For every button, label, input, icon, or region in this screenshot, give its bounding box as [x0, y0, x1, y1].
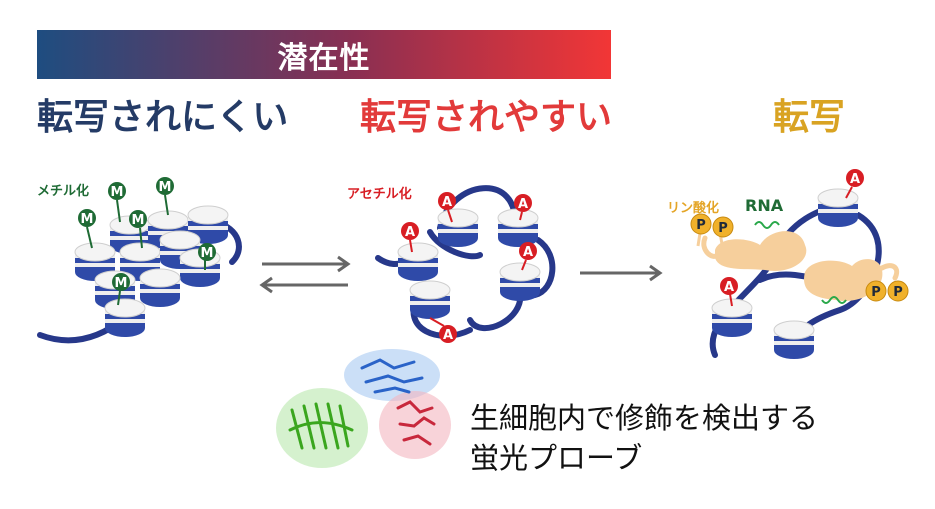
rna-polymerase	[696, 231, 807, 271]
methyl-mark: M	[156, 177, 174, 216]
banner-label: 潜在性	[277, 40, 371, 76]
caption-line-2: 蛍光プローブ	[470, 441, 643, 475]
transcription-arrow	[580, 264, 663, 282]
label-methylation: メチル化	[37, 184, 90, 199]
svg-text:A: A	[850, 172, 860, 187]
svg-text:A: A	[724, 280, 734, 295]
probe-caption: 生細胞内で修飾を検出する 蛍光プローブ	[470, 398, 818, 478]
methyl-mark: M	[108, 182, 126, 223]
svg-text:M: M	[201, 246, 214, 261]
phospho-mark: P	[887, 280, 909, 302]
acetyl-mark: A	[401, 222, 419, 253]
phospho-mark: P	[690, 213, 712, 235]
phospho-mark: P	[712, 216, 734, 238]
svg-text:P: P	[696, 218, 706, 233]
acetyl-mark: A	[845, 169, 864, 199]
acetyl-mark: A	[514, 194, 532, 221]
caption-line-1: 生細胞内で修飾を検出する	[470, 401, 819, 435]
svg-text:M: M	[132, 213, 145, 228]
acetyl-mark: A	[429, 317, 457, 343]
svg-text:A: A	[443, 328, 453, 343]
methyl-mark: M	[129, 210, 147, 249]
svg-text:P: P	[718, 221, 728, 236]
equilibrium-arrows	[259, 255, 351, 294]
svg-text:A: A	[518, 197, 528, 212]
fluorescent-probe-illustration	[276, 349, 451, 468]
open-chromatin	[375, 185, 556, 339]
phospho-marks: P P P P	[690, 213, 909, 302]
svg-text:A: A	[442, 195, 452, 210]
svg-text:P: P	[871, 285, 881, 300]
acetyl-marks-transcribing: A A	[720, 169, 864, 307]
acetyl-marks: A A A A A	[401, 192, 537, 343]
condensed-chromatin	[37, 205, 242, 344]
methyl-mark: M	[78, 209, 96, 249]
methyl-mark: M	[112, 273, 130, 306]
acetyl-mark: A	[720, 277, 738, 307]
methyl-mark: M	[198, 243, 216, 270]
heading-easy-to-transcribe: 転写されやすい	[360, 97, 613, 138]
phospho-mark: P	[865, 280, 887, 302]
svg-text:M: M	[111, 185, 124, 200]
heading-hard-to-transcribe: 転写されにくい	[37, 97, 289, 138]
label-rna: RNA	[745, 196, 784, 215]
label-phosphorylation: リン酸化	[667, 201, 720, 216]
svg-text:A: A	[523, 245, 533, 260]
svg-text:P: P	[893, 285, 903, 300]
banner-gradient	[37, 30, 611, 79]
rna-polymerase	[804, 259, 900, 301]
acetyl-mark: A	[438, 192, 456, 223]
rna-strands	[754, 221, 847, 304]
svg-text:M: M	[115, 276, 128, 291]
svg-text:M: M	[159, 180, 172, 195]
svg-text:M: M	[81, 212, 94, 227]
methyl-marks: M M M M M M	[78, 177, 216, 306]
acetyl-mark: A	[519, 242, 537, 271]
svg-text:A: A	[405, 225, 415, 240]
latency-banner: 潜在性	[37, 30, 611, 79]
heading-transcription: 転写	[773, 97, 846, 138]
label-acetylation: アセチル化	[347, 187, 412, 202]
